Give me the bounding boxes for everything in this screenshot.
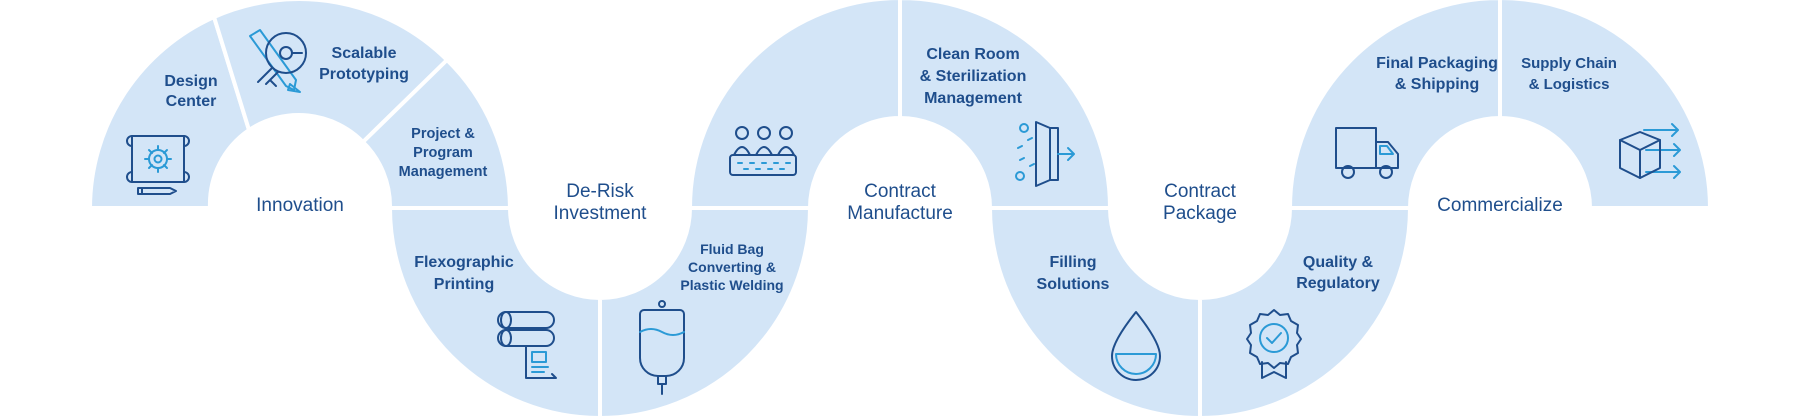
label-line: Filling: [1049, 254, 1096, 271]
label-line: & Logistics: [1529, 76, 1610, 93]
segment-final-packaging-shipping: [1287, 0, 1502, 210]
label-line: Contract: [1164, 181, 1237, 202]
iv-bag-icon: [639, 300, 685, 395]
segment-fluid-bag-converting: [598, 206, 813, 419]
label-line: Quality &: [1303, 254, 1374, 271]
sterilization-door-icon: [1015, 121, 1075, 187]
label-line: Converting &: [688, 259, 776, 275]
delivery-truck-icon: [1335, 127, 1399, 179]
arc-package: [987, 206, 1413, 419]
segment-filling-solutions: [987, 206, 1202, 419]
segment-flexographic-printing: [387, 206, 602, 419]
label-line: De-Risk: [566, 181, 634, 202]
segment-scalable-prototyping: [211, 0, 450, 145]
label-line: Design: [164, 73, 217, 90]
cleanroom-workers-icon: [729, 126, 797, 176]
label-line: Final Packaging: [1376, 55, 1498, 72]
arc-commercialize: [1287, 0, 1713, 210]
package-arrows-icon: [1619, 123, 1681, 179]
label-quality-regulatory: Quality & Regulatory: [1296, 254, 1380, 292]
label-line: Innovation: [256, 195, 344, 216]
label-line: Scalable: [332, 45, 397, 62]
label-line: Solutions: [1037, 276, 1110, 293]
label-line: Commercialize: [1437, 195, 1563, 216]
label-line: Investment: [554, 203, 648, 224]
segment-supply-chain-logistics: [1498, 0, 1713, 210]
label-line: Clean Room: [926, 46, 1019, 63]
label-line: & Sterilization: [920, 68, 1027, 85]
label-line: Project &: [411, 126, 475, 142]
label-line: Center: [166, 93, 217, 110]
label-line: Contract: [864, 181, 937, 202]
label-line: Printing: [434, 276, 494, 293]
segment-quality-regulatory: [1198, 206, 1413, 419]
label-line: Fluid Bag: [700, 241, 764, 257]
liquid-drop-icon: [1111, 311, 1161, 381]
label-line: Prototyping: [319, 66, 409, 83]
stage-label-commercialize: Commercialize: [1437, 195, 1563, 216]
segment-design-center: [87, 14, 252, 210]
blueprint-gear-icon: [126, 135, 190, 195]
label-final-packaging-shipping: Final Packaging & Shipping: [1376, 55, 1498, 93]
label-line: Management: [399, 164, 488, 180]
certified-badge-icon: [1246, 309, 1302, 379]
label-supply-chain-logistics: Supply Chain & Logistics: [1521, 55, 1617, 93]
label-line: Flexographic: [414, 254, 514, 271]
label-line: Manufacture: [847, 203, 953, 224]
lightbulb-pencil-icon: [249, 29, 307, 93]
arc-derisk: [387, 206, 813, 419]
label-line: Management: [924, 90, 1022, 107]
label-line: & Shipping: [1395, 76, 1479, 93]
label-line: Regulatory: [1296, 275, 1380, 292]
arc-manufacture: [687, 0, 1113, 210]
printing-rollers-icon: [497, 311, 557, 379]
stage-label-innovation: Innovation: [256, 195, 344, 216]
label-line: Plastic Welding: [680, 277, 783, 293]
label-line: Package: [1163, 203, 1237, 224]
arc-innovation: [87, 0, 513, 210]
label-line: Supply Chain: [1521, 55, 1617, 72]
segment-cleanroom-team: [687, 0, 902, 210]
label-line: Program: [413, 145, 473, 161]
